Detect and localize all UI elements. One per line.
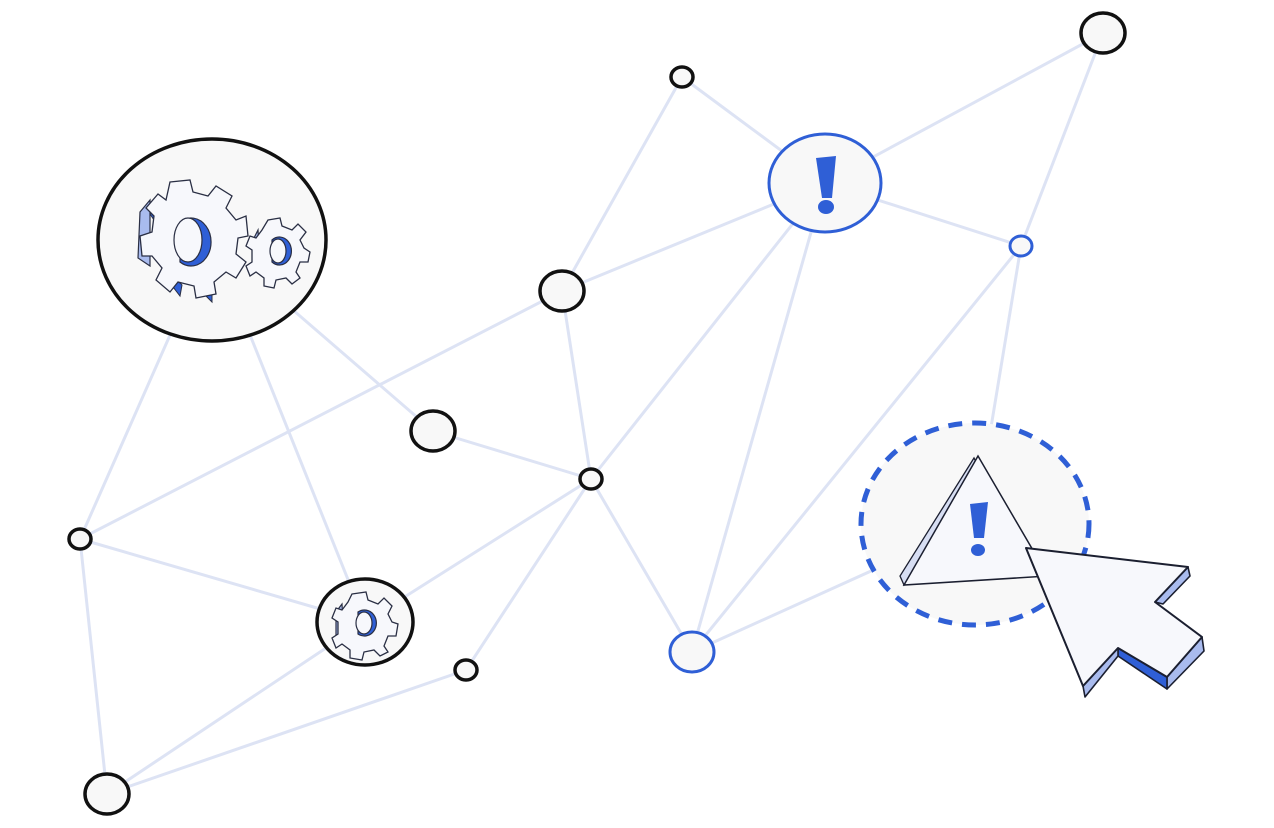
node-left-small xyxy=(67,527,93,551)
edge-alert-node-n-bottom-blue xyxy=(690,181,827,654)
node-top-small xyxy=(669,65,695,89)
edge-n-center-small-n-bottom-blue xyxy=(589,477,694,654)
edge-n-right-small-n-bottom-blue xyxy=(690,244,1023,654)
edge-alert-node-n-center-small xyxy=(589,181,827,481)
edge-n-bottom-left-gear-node xyxy=(105,620,367,796)
alert-icon xyxy=(816,156,836,214)
node-right-small xyxy=(1008,234,1034,258)
node-bottom-left xyxy=(83,772,131,816)
edge-n-top-right-n-right-small xyxy=(1019,31,1105,248)
node-gears-hub xyxy=(96,137,328,343)
node-warning xyxy=(858,420,1092,628)
edge-n-bottom-left-n-bottom-small xyxy=(105,668,468,796)
node-top-right xyxy=(1079,11,1127,55)
edge-n-center-upper-n-top-small xyxy=(560,75,684,293)
edge-n-center-upper-n-center-small xyxy=(560,289,593,481)
gear-icon xyxy=(331,591,399,661)
edge-n-center-left-n-center-small xyxy=(431,429,593,481)
cursor-icon xyxy=(1025,547,1205,698)
node-bottom-small xyxy=(453,658,479,682)
node-center-small xyxy=(578,467,604,491)
edge-n-left-small-n-bottom-left xyxy=(78,537,109,796)
edge-n-bottom-small-n-center-small xyxy=(464,477,593,672)
node-center-left xyxy=(409,409,457,453)
edge-n-left-small-gear-node xyxy=(78,537,367,624)
node-gear xyxy=(315,577,415,667)
node-alert xyxy=(767,132,883,234)
warning-triangle-icon xyxy=(899,454,1050,587)
edge-n-left-small-n-center-upper xyxy=(78,289,564,541)
gears-icon xyxy=(137,179,311,304)
node-bottom-blue xyxy=(668,630,716,674)
node-center-upper xyxy=(538,269,586,313)
nodes-layer xyxy=(67,11,1127,816)
